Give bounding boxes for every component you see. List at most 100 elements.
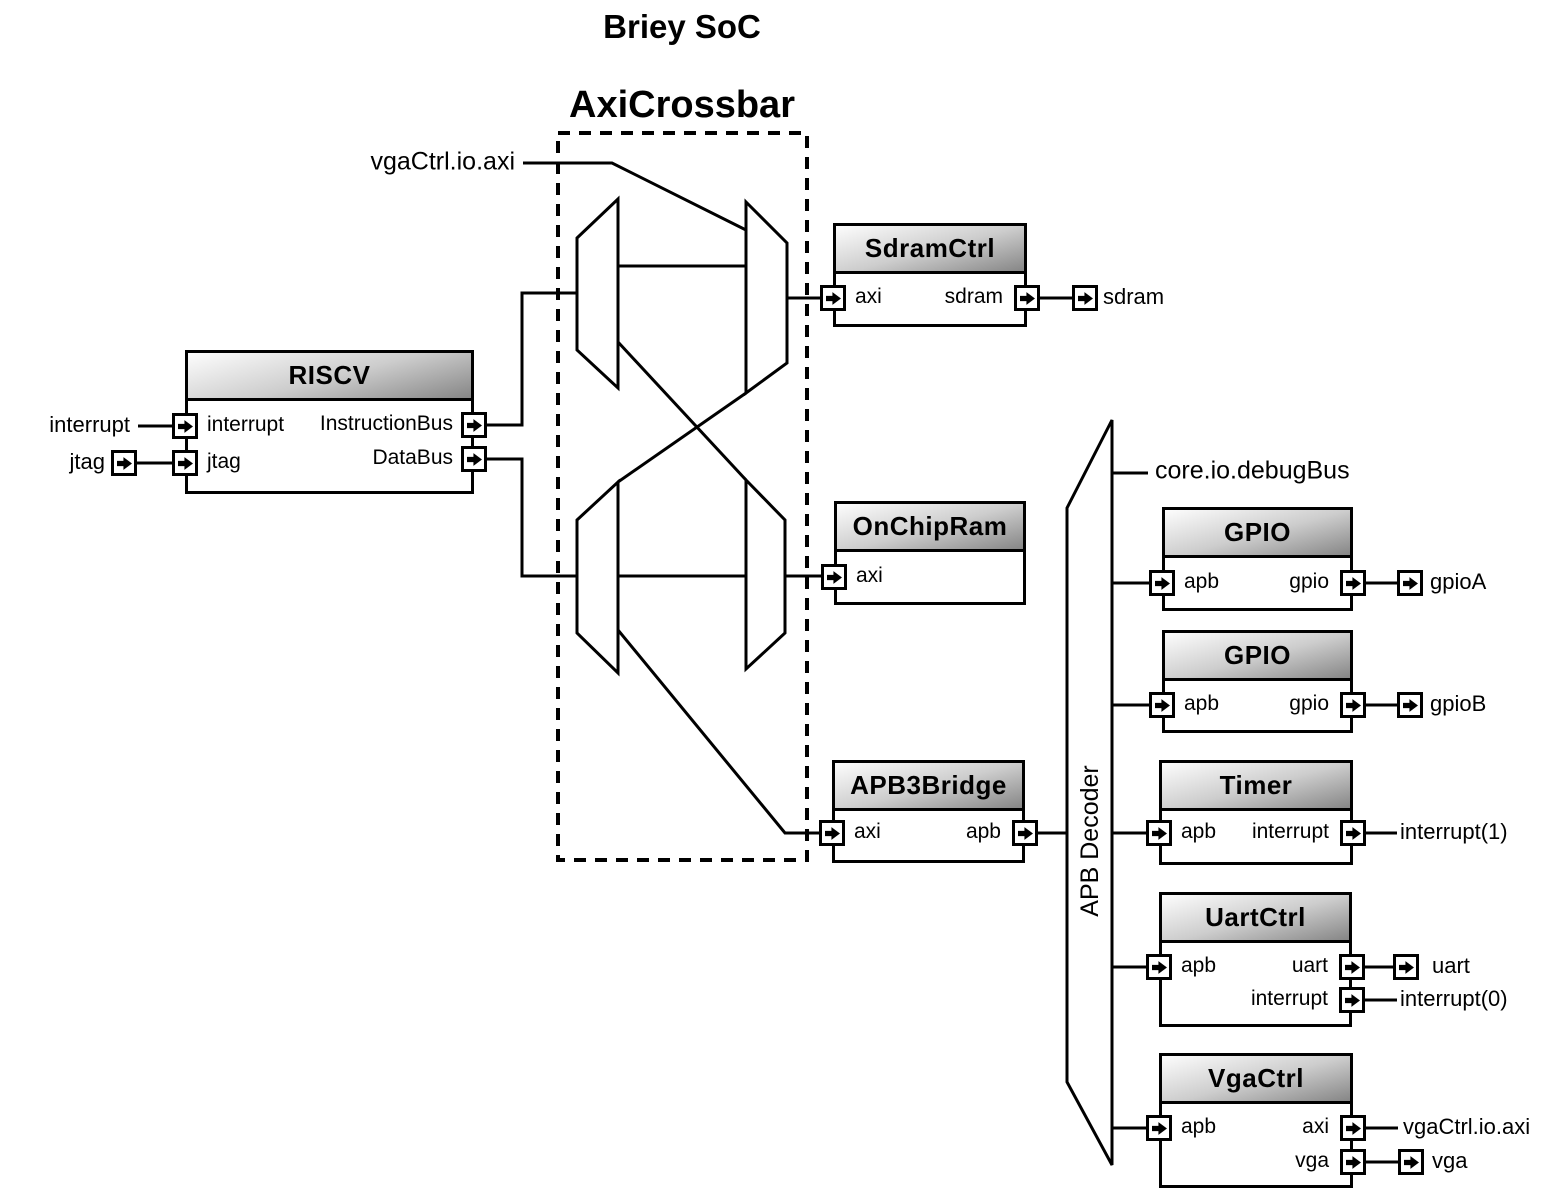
riscv-port-label-instructionbus: InstructionBus [319, 412, 453, 436]
onchipram-axi-port [821, 564, 847, 590]
vgactrl-port-label-apb: apb [1181, 1115, 1217, 1139]
sdramctrl-port-label-axi: axi [855, 285, 882, 309]
arrow-right-icon [1402, 698, 1418, 712]
arrow-right-icon [466, 452, 482, 466]
block-riscv-title: RISCV [188, 353, 471, 401]
wire-dbus-sdram [617, 391, 747, 484]
block-onchipram: OnChipRam [834, 501, 1026, 605]
gpioa-external-port [1397, 570, 1423, 596]
apb3bridge-port-label-axi: axi [854, 820, 881, 844]
vgactrl-apb-port [1146, 1115, 1172, 1141]
block-uartctrl: UartCtrl [1159, 892, 1352, 1027]
block-onchipram-title: OnChipRam [837, 504, 1023, 552]
block-vgactrl-title: VgaCtrl [1162, 1056, 1350, 1104]
arrow-right-icon [1345, 1155, 1361, 1169]
external-label-vga: vga [1432, 1147, 1468, 1173]
wire-ibus-ram [616, 340, 748, 482]
gpio-b-gpio-port [1340, 692, 1366, 718]
gpio-a-apb-port [1149, 570, 1175, 596]
block-timer-title: Timer [1162, 763, 1350, 811]
arrow-right-icon [1151, 826, 1167, 840]
demux-data-shape [575, 478, 620, 677]
arrow-right-icon [1345, 576, 1361, 590]
wire-dbus-apb3bridge [616, 629, 821, 835]
external-label-uart: uart [1432, 952, 1470, 978]
arrow-right-icon [1345, 826, 1361, 840]
sdramctrl-sdram-port [1014, 285, 1040, 311]
page-title: Briey SoC [603, 8, 761, 45]
uartctrl-port-label-apb: apb [1181, 954, 1217, 978]
arrow-right-icon [826, 570, 842, 584]
axicrossbar-boundary [556, 131, 809, 862]
riscv-port-label-databus: DataBus [372, 446, 453, 470]
apb-decoder-label: APB Decoder [1076, 765, 1104, 917]
jtag-external-port [111, 450, 137, 476]
vgactrl-vga-port [1340, 1149, 1366, 1175]
uart-external-port [1393, 954, 1419, 980]
riscv-port-label-jtag: jtag [207, 450, 241, 474]
arrow-right-icon [1151, 1121, 1167, 1135]
sdramctrl-port-label-sdram: sdram [944, 285, 1003, 309]
block-sdramctrl: SdramCtrl [833, 223, 1027, 327]
block-sdramctrl-title: SdramCtrl [836, 226, 1024, 274]
external-label-debug-bus: core.io.debugBus [1155, 456, 1350, 485]
external-label-vga-axi-top: vgaCtrl.io.axi [370, 147, 516, 176]
mux-onchipram-shape [744, 476, 787, 673]
timer-port-label-interrupt: interrupt [1251, 820, 1329, 844]
arrow-right-icon [1154, 698, 1170, 712]
arrow-right-icon [1345, 698, 1361, 712]
wire-vga-axi-in [523, 161, 747, 232]
vgactrl-axi-port [1340, 1115, 1366, 1141]
arrow-right-icon [177, 456, 193, 470]
uartctrl-interrupt-port [1339, 987, 1365, 1013]
external-label-interrupt1: interrupt(1) [1400, 818, 1508, 844]
gpio-b-port-label-apb: apb [1184, 692, 1220, 716]
external-label-vga-axi-out: vgaCtrl.io.axi [1403, 1113, 1531, 1139]
arrow-right-icon [1344, 993, 1360, 1007]
external-label-sdram: sdram [1103, 283, 1165, 309]
arrow-right-icon [116, 456, 132, 470]
vgactrl-port-label-vga: vga [1295, 1149, 1329, 1173]
arrow-right-icon [824, 826, 840, 840]
arrow-right-icon [1398, 960, 1414, 974]
riscv-port-label-interrupt: interrupt [207, 413, 285, 437]
arrow-right-icon [1154, 576, 1170, 590]
gpio-b-port-label-gpio: gpio [1289, 692, 1329, 716]
arrow-right-icon [1345, 1121, 1361, 1135]
gpio-a-gpio-port [1340, 570, 1366, 596]
vgactrl-port-label-axi: axi [1302, 1115, 1329, 1139]
arrow-right-icon [1019, 291, 1035, 305]
arrow-right-icon [177, 419, 193, 433]
block-apb3bridge-title: APB3Bridge [835, 763, 1022, 811]
timer-port-label-apb: apb [1181, 820, 1217, 844]
gpiob-external-port [1397, 692, 1423, 718]
block-gpio-a-title: GPIO [1165, 510, 1350, 558]
vga-external-port [1398, 1149, 1424, 1175]
block-uartctrl-title: UartCtrl [1162, 895, 1349, 943]
arrow-right-icon [1344, 960, 1360, 974]
axicrossbar-title: AxiCrossbar [569, 84, 795, 126]
external-label-gpiob: gpioB [1430, 690, 1487, 716]
external-label-gpioa: gpioA [1430, 568, 1487, 594]
gpio-a-port-label-apb: apb [1184, 570, 1220, 594]
apb-decoder-shape [1065, 419, 1114, 1166]
block-gpio-b-title: GPIO [1165, 633, 1350, 681]
external-label-jtag-in: jtag [69, 448, 105, 474]
wire-data-bus [487, 457, 577, 578]
timer-apb-port [1146, 820, 1172, 846]
arrow-right-icon [1151, 960, 1167, 974]
riscv-databus-port [461, 446, 487, 472]
arrow-right-icon [1403, 1155, 1419, 1169]
uartctrl-port-label-uart: uart [1291, 954, 1328, 978]
block-riscv: RISCV [185, 350, 474, 494]
sdram-external-port [1072, 285, 1098, 311]
block-vgactrl: VgaCtrl [1159, 1053, 1353, 1188]
timer-interrupt-port [1340, 820, 1366, 846]
riscv-interrupt-port [172, 413, 198, 439]
sdramctrl-axi-port [820, 285, 846, 311]
apb3bridge-port-label-apb: apb [965, 820, 1001, 844]
onchipram-port-label-axi: axi [856, 564, 883, 588]
gpio-a-port-label-gpio: gpio [1289, 570, 1329, 594]
apb3bridge-apb-port [1012, 820, 1038, 846]
